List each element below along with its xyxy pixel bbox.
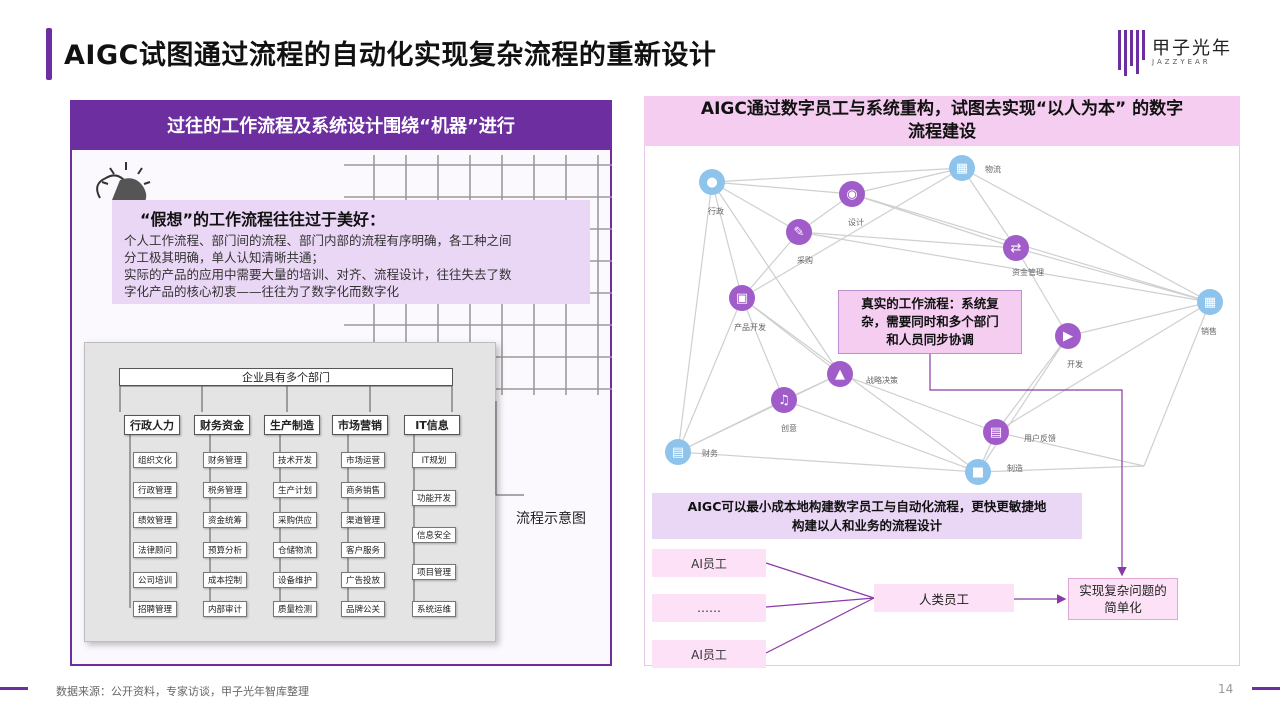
org-sub-item: 仓储物流 — [273, 542, 317, 558]
org-sub-item: 系统运维 — [412, 601, 456, 617]
node-label-xiaoshou: 销售 — [1201, 327, 1217, 336]
dept-marketing: 市场营销 — [332, 415, 388, 435]
assumption-text: 个人工作流程、部门间的流程、部门内部的流程有序明确，各工种之间 分工极其明确，单… — [124, 232, 578, 300]
bank-icon: ▤ — [665, 439, 691, 465]
music-icon: ♫ — [771, 387, 797, 413]
aigc-benefit-box: AIGC可以最小成本地构建数字员工与自动化流程，更快更敏捷地 构建以人和业务的流… — [652, 493, 1082, 539]
real-workflow-line: 真实的工作流程：系统复 — [861, 296, 999, 311]
org-sub-item: 品牌公关 — [341, 601, 385, 617]
org-sub-item: 招聘管理 — [133, 601, 177, 617]
org-sub-item: 技术开发 — [273, 452, 317, 468]
node-label-zijin: 资金管理 — [1012, 268, 1044, 277]
dept-it: IT信息 — [404, 415, 460, 435]
assumption-line: 字化产品的核心初衷——往往为了数字化而数字化 — [124, 284, 400, 299]
org-sub-item: 法律顾问 — [133, 542, 177, 558]
org-sub-item: 资金统筹 — [203, 512, 247, 528]
real-workflow-box: 真实的工作流程：系统复 杂，需要同时和多个部门 和人员同步协调 — [838, 290, 1022, 354]
org-sub-item: 客户服务 — [341, 542, 385, 558]
dept-finance: 财务资金 — [194, 415, 250, 435]
edit-icon: ✎ — [786, 219, 812, 245]
node-label-yonghu: 用户反馈 — [1024, 434, 1056, 443]
result-line: 简单化 — [1104, 600, 1142, 615]
assumption-line: 分工极其明确，单人认知清晰共通； — [124, 250, 325, 265]
org-sub-item: 行政管理 — [133, 482, 177, 498]
exchange-icon: ⇄ — [1003, 235, 1029, 261]
flow-arrows — [765, 354, 1127, 654]
footer-accent-left — [0, 687, 28, 690]
org-sub-item: 市场运营 — [341, 452, 385, 468]
factory-icon: ■ — [965, 459, 991, 485]
org-sub-item: 信息安全 — [412, 527, 456, 543]
assumption-title: “假想”的工作流程往往过于美好： — [140, 210, 386, 229]
real-workflow-line: 杂，需要同时和多个部门 — [861, 314, 999, 329]
org-sub-item: 绩效管理 — [133, 512, 177, 528]
result-box: 实现复杂问题的 简单化 — [1068, 578, 1178, 620]
image-icon: ▣ — [729, 285, 755, 311]
org-sub-item: 项目管理 — [412, 564, 456, 580]
aigc-benefit-line: 构建以人和业务的流程设计 — [791, 518, 942, 533]
play-icon: ▶ — [1055, 323, 1081, 349]
dept-manufacturing: 生产制造 — [264, 415, 320, 435]
flow-diagram-label: 流程示意图 — [516, 511, 586, 527]
aigc-benefit-line: AIGC可以最小成本地构建数字员工与自动化流程，更快更敏捷地 — [687, 499, 1047, 514]
real-workflow-line: 和人员同步协调 — [886, 332, 974, 347]
left-panel-header: 过往的工作流程及系统设计围绕“机器”进行 — [70, 100, 612, 150]
org-sub-item: 功能开发 — [412, 490, 456, 506]
node-label-xingzheng: 行政 — [708, 207, 724, 216]
org-sub-item: 广告投放 — [341, 572, 385, 588]
building-icon: ▦ — [949, 155, 975, 181]
logo-text-en: JAZZYEAR — [1152, 58, 1211, 66]
org-sub-item: 税务管理 — [203, 482, 247, 498]
right-panel-header: AIGC通过数字员工与系统重构，试图去实现“以人为本” 的数字 流程建设 — [644, 96, 1240, 146]
org-sub-item: 内部审计 — [203, 601, 247, 617]
assumption-box: “假想”的工作流程往往过于美好： 个人工作流程、部门间的流程、部门内部的流程有序… — [112, 200, 590, 304]
grid-icon: ▦ — [1197, 289, 1223, 315]
ai-employee-box: AI员工 — [652, 640, 766, 668]
org-sub-item: IT规划 — [412, 452, 456, 468]
org-sub-item: 商务销售 — [341, 482, 385, 498]
assumption-line: 实际的产品的应用中需要大量的培训、对齐、流程设计，往往失去了数 — [124, 267, 512, 282]
node-label-caigou: 采购 — [797, 256, 813, 265]
right-header-line: AIGC通过数字员工与系统重构，试图去实现“以人为本” 的数字 — [700, 99, 1184, 119]
ai-employee-box: AI员工 — [652, 549, 766, 577]
org-sub-item: 设备维护 — [273, 572, 317, 588]
node-label-sheji: 设计 — [848, 218, 864, 227]
title-accent-bar — [46, 28, 52, 80]
human-employee-box: 人类员工 — [874, 584, 1014, 612]
footer-accent-right — [1252, 687, 1280, 690]
node-label-kaifa: 开发 — [1067, 360, 1083, 369]
org-sub-item: 生产计划 — [273, 482, 317, 498]
right-header-line: 流程建设 — [908, 122, 976, 142]
chart-icon: ▤ — [983, 419, 1009, 445]
gamepad-icon: ◉ — [839, 181, 865, 207]
logo-text-cn: 甲子光年 — [1152, 38, 1232, 59]
assumption-line: 个人工作流程、部门间的流程、部门内部的流程有序明确，各工种之间 — [124, 233, 512, 248]
ellipsis-employee-box: …… — [652, 594, 766, 622]
org-top-node: 企业具有多个部门 — [119, 368, 453, 386]
node-label-caiwu: 财务 — [702, 449, 718, 458]
brand-logo: 甲子光年 JAZZYEAR — [1118, 30, 1258, 80]
page-title: AIGC试图通过流程的自动化实现复杂流程的重新设计 — [64, 40, 717, 71]
node-label-chanpin: 产品开发 — [734, 323, 766, 332]
node-label-chuangyi: 创意 — [781, 424, 797, 433]
node-label-zhanlue: 战略决策 — [866, 376, 898, 385]
org-sub-item: 组织文化 — [133, 452, 177, 468]
org-sub-item: 质量检测 — [273, 601, 317, 617]
result-line: 实现复杂问题的 — [1079, 583, 1167, 598]
org-sub-item: 公司培训 — [133, 572, 177, 588]
car-icon: ● — [699, 169, 725, 195]
org-sub-item: 采购供应 — [273, 512, 317, 528]
data-source: 数据来源：公开资料，专家访谈，甲子光年智库整理 — [56, 685, 309, 698]
node-label-wuliu: 物流 — [985, 165, 1001, 174]
flow-label-bracket — [495, 401, 524, 496]
org-sub-item: 成本控制 — [203, 572, 247, 588]
dept-admin-hr: 行政人力 — [124, 415, 180, 435]
stamp-icon: ▲ — [827, 361, 853, 387]
page-number: 14 — [1218, 682, 1234, 696]
org-sub-item: 财务管理 — [203, 452, 247, 468]
org-sub-item: 渠道管理 — [341, 512, 385, 528]
node-label-zhizao: 制造 — [1007, 464, 1023, 473]
org-sub-item: 预算分析 — [203, 542, 247, 558]
